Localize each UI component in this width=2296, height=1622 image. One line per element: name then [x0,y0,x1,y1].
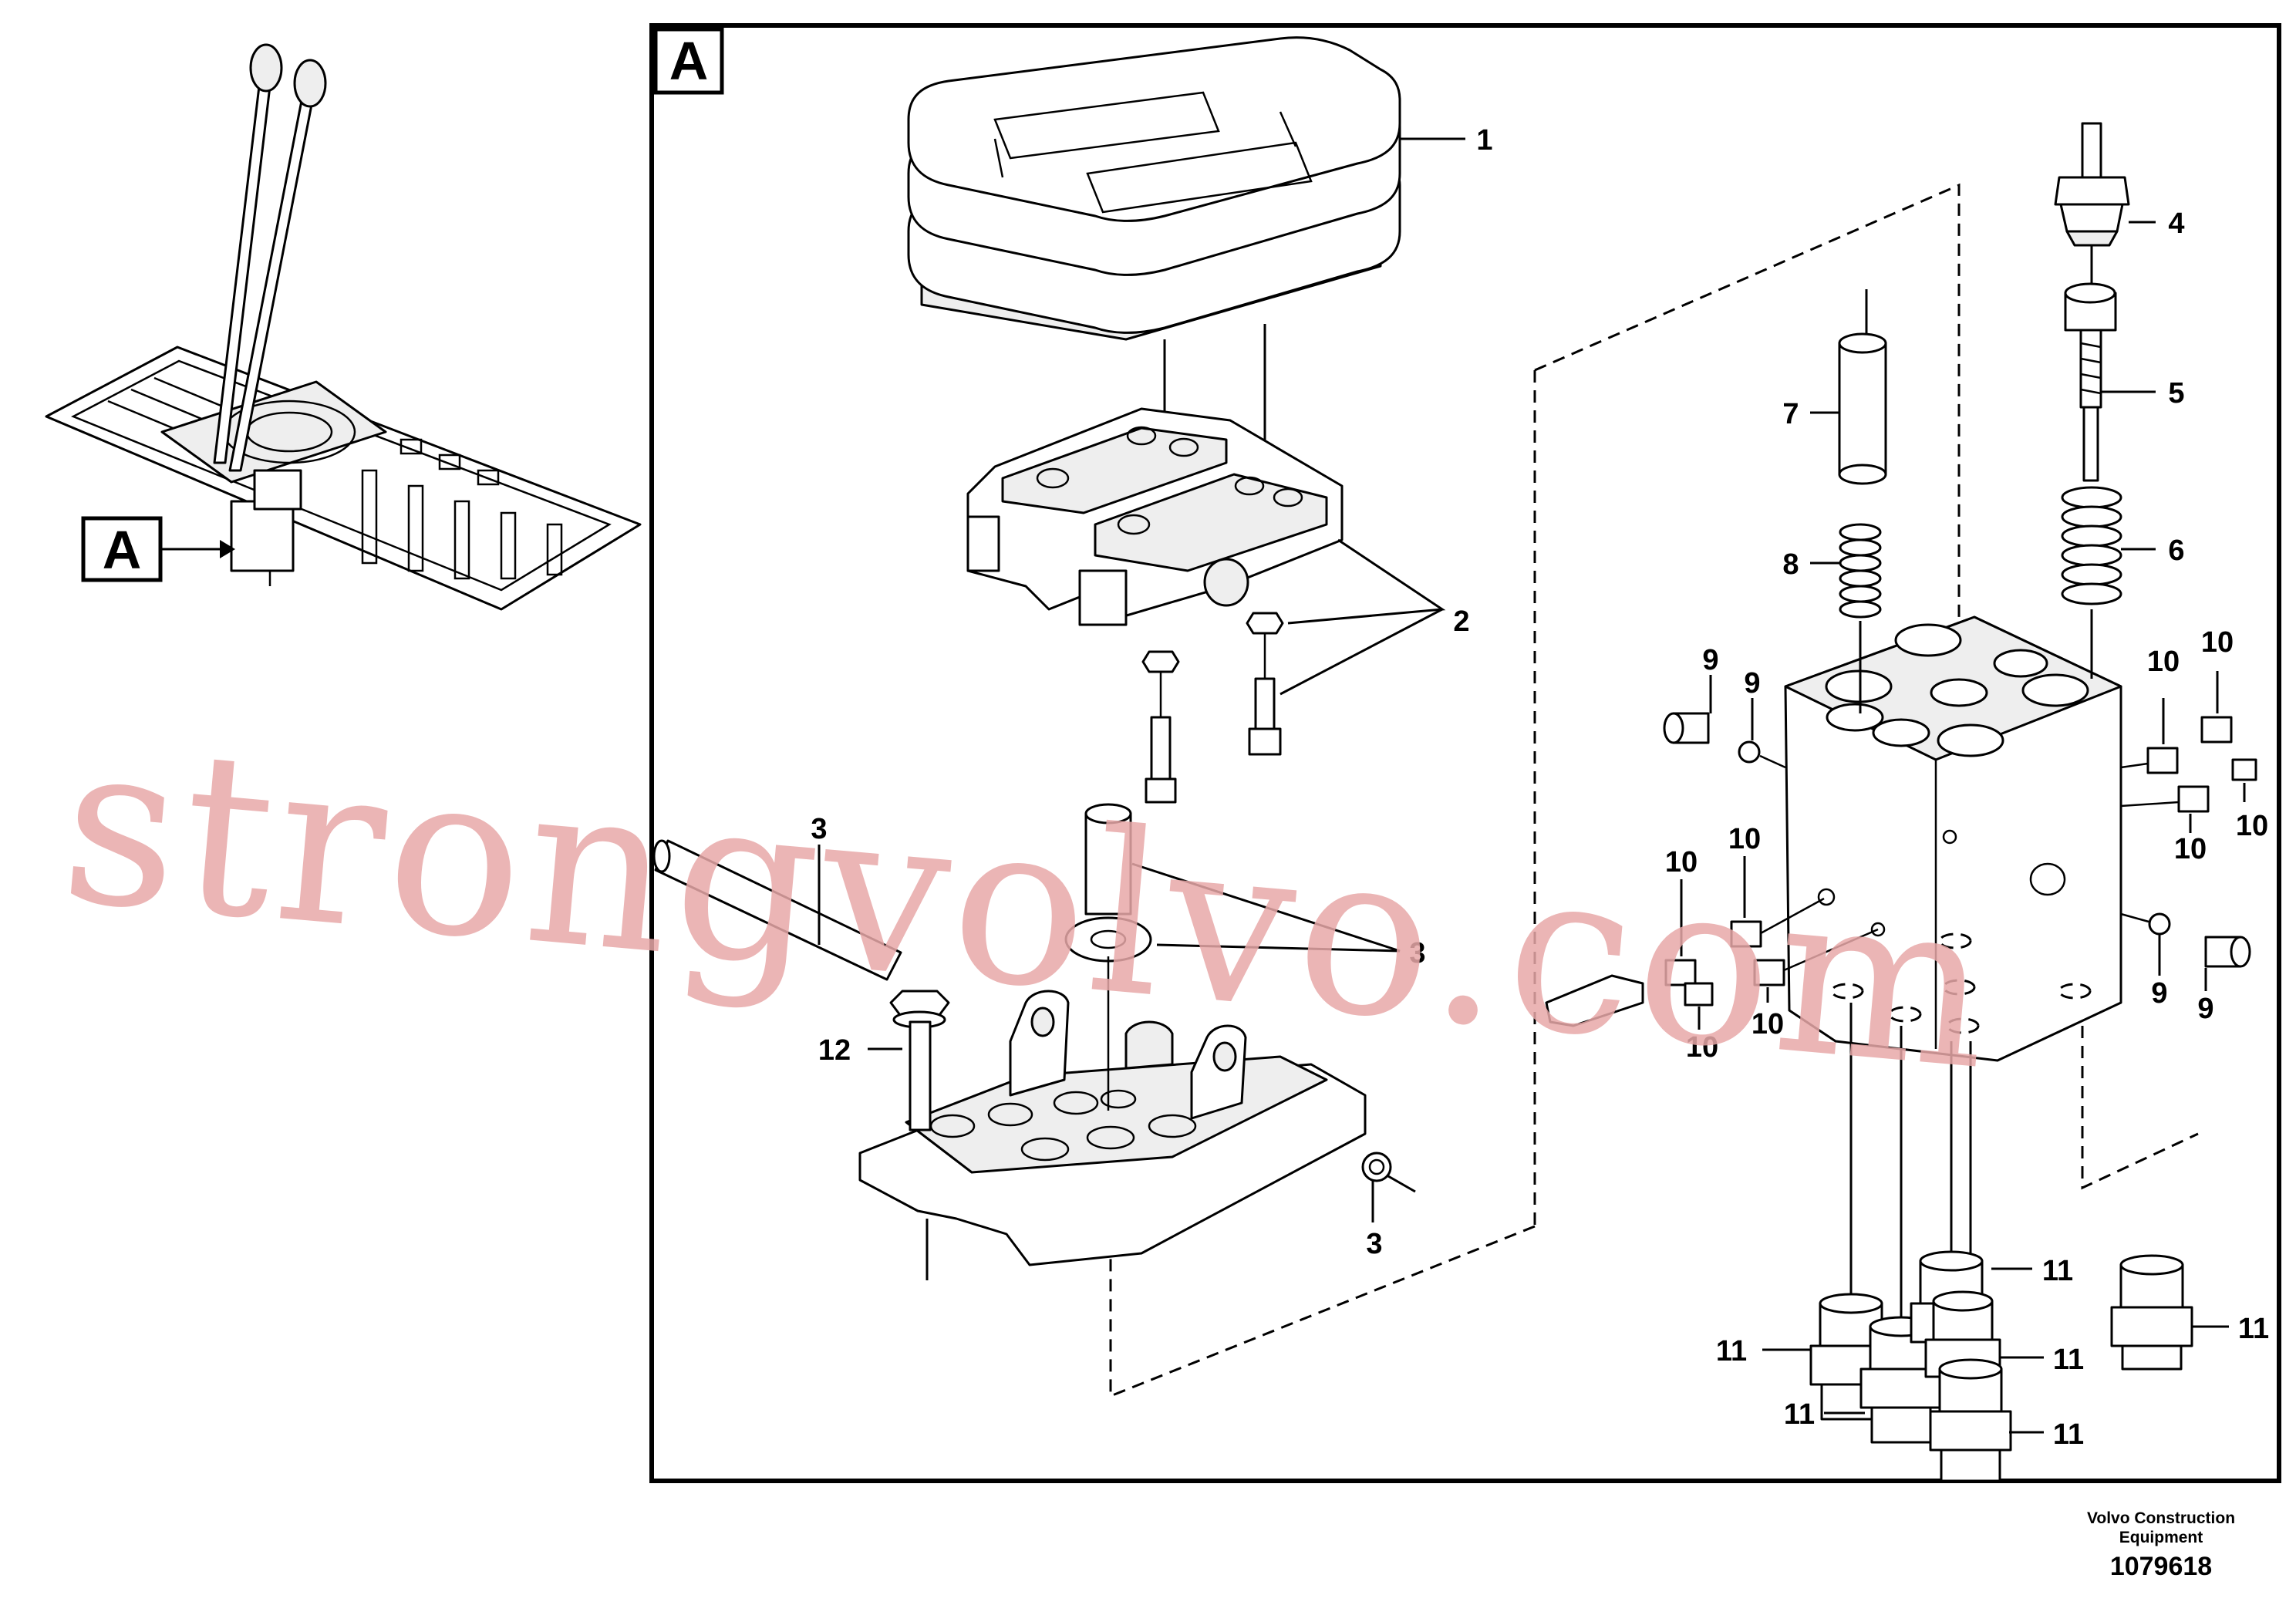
callout-9-c: 9 [2151,977,2167,1010]
part-9-plug-ball [1663,712,2251,968]
part-2-screws [1141,612,1284,804]
callout-10-g: 10 [1686,1031,1718,1064]
callout-11-a: 11 [1716,1335,1747,1367]
company-name-line1: Volvo Construction [2087,1509,2235,1527]
drawing-number: 1079618 [2110,1552,2212,1581]
part-7-sleeve [1838,332,1887,485]
detail-frame-label: A [669,31,709,91]
detail-frame [649,23,2281,1483]
part-8-spring [1839,523,1882,619]
callout-2: 2 [1453,605,1469,638]
valve-body [1784,615,2122,1062]
dashed-guide [1109,183,2199,1398]
callout-8: 8 [1782,548,1799,581]
part-2-upper-plate [966,407,1344,626]
overview-callout-label: A [103,520,142,580]
callout-11-f: 11 [2238,1313,2269,1345]
callout-3-screw: 3 [1409,937,1425,969]
hidden-ports [1830,932,2092,1034]
part-11-connectors [1809,1250,2193,1482]
part-5-plunger [2064,282,2117,482]
callout-3-pin: 3 [811,813,827,845]
part-10-plugs [1545,716,2257,1027]
callout-9-d: 9 [2197,993,2213,1025]
overview-callout-box [81,516,163,582]
part-3-pin-screw-washer [652,803,1392,1182]
callout-7: 7 [1782,398,1799,430]
detail-frame-label-box [653,27,724,95]
callout-9-b: 9 [1744,667,1760,700]
part-12-flange-screw [889,990,950,1131]
callout-11-d: 11 [2053,1344,2084,1376]
callout-11-c: 11 [2042,1255,2073,1287]
part-1-boot [907,36,1401,341]
base-plate [858,990,1367,1266]
callout-1: 1 [1476,124,1492,157]
callout-12: 12 [818,1034,851,1067]
callout-10-f: 10 [1728,823,1761,855]
callout-4: 4 [2168,207,2184,240]
callout-5: 5 [2168,377,2184,410]
callout-6: 6 [2168,534,2184,567]
callout-11-b: 11 [1784,1398,1815,1431]
company-name-line2: Equipment [2119,1529,2203,1546]
callout-11-e: 11 [2053,1418,2084,1451]
part-4-plunger-cap [2054,122,2130,247]
callout-10-a: 10 [2147,646,2180,678]
callout-10-h: 10 [1752,1008,1784,1040]
part-6-return-spring [2061,486,2122,605]
callout-10-d: 10 [2236,810,2268,842]
callout-10-e: 10 [1665,846,1698,878]
callout-10-b: 10 [2201,626,2234,659]
callout-10-c: 10 [2174,833,2207,865]
callout-3-ring: 3 [1366,1228,1382,1260]
callout-9-a: 9 [1702,644,1718,676]
overview-illustration: A [45,43,642,611]
